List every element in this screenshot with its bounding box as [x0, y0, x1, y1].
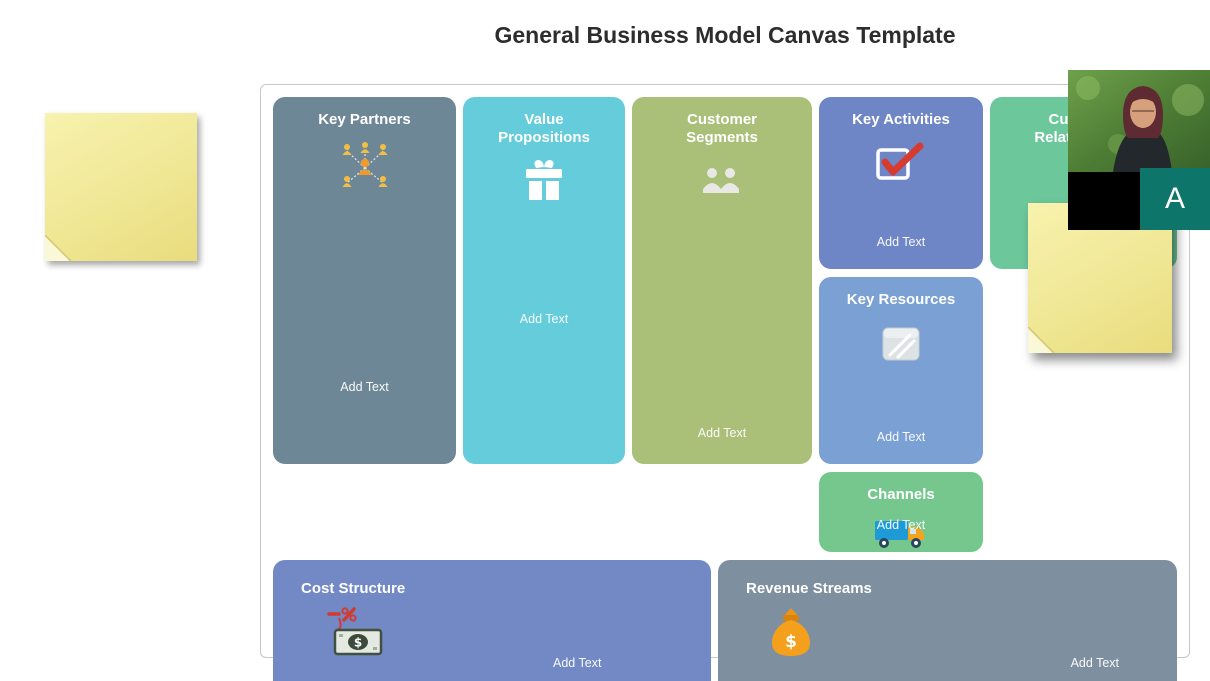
canvas-bottom-row: Cost Structure $ Add Text: [273, 560, 1177, 681]
add-text-placeholder[interactable]: Add Text: [340, 380, 389, 394]
block-title: Key Partners: [318, 111, 411, 128]
block-customer-segments[interactable]: Customer Segments Add Text: [632, 97, 812, 464]
resource-box-icon: [819, 321, 983, 367]
add-text-placeholder[interactable]: Add Text: [876, 518, 926, 532]
block-channels[interactable]: Channels Add Text: [819, 472, 983, 552]
block-title: Value Propositions: [498, 111, 590, 146]
participant-initial: A: [1164, 182, 1185, 215]
block-title: Revenue Streams: [746, 580, 872, 597]
block-title: Cost Structure: [301, 580, 406, 597]
checkbox-check-icon: [819, 141, 983, 183]
svg-text:$: $: [354, 636, 362, 650]
cost-discount-icon: $: [323, 606, 711, 660]
delivery-truck-icon: [819, 516, 983, 552]
add-text-placeholder[interactable]: Add Text: [553, 656, 602, 670]
block-title: Channels: [867, 486, 935, 503]
block-key-resources[interactable]: Key Resources Add Text: [819, 277, 983, 464]
block-title: Customer Segments: [686, 111, 758, 146]
block-value-propositions[interactable]: Value Propositions Add Text: [463, 97, 625, 464]
participant-video-tile[interactable]: [1068, 70, 1210, 172]
add-text-placeholder[interactable]: Add Text: [1070, 656, 1119, 670]
canvas-top-grid: Key Partners: [273, 97, 1177, 552]
money-bag-icon: $: [768, 606, 1177, 658]
people-group-icon: [632, 165, 812, 199]
block-revenue-streams[interactable]: Revenue Streams $ Add Text: [718, 560, 1177, 681]
add-text-placeholder[interactable]: Add Text: [697, 426, 747, 440]
business-model-canvas: Key Partners: [260, 84, 1190, 681]
block-key-activities[interactable]: Key Activities Add Text: [819, 97, 983, 269]
svg-text:$: $: [785, 632, 797, 652]
add-text-placeholder[interactable]: Add Text: [876, 430, 926, 444]
add-text-placeholder[interactable]: Add Text: [519, 312, 569, 326]
network-partners-icon: [273, 141, 456, 191]
block-cost-structure[interactable]: Cost Structure $ Add Text: [273, 560, 711, 681]
gift-icon: [463, 159, 625, 203]
page-title: General Business Model Canvas Template: [494, 22, 956, 48]
block-title: Key Activities: [852, 111, 950, 128]
video-call-overlay: A: [1068, 70, 1210, 230]
sticky-note[interactable]: [45, 113, 197, 261]
add-text-placeholder[interactable]: Add Text: [876, 235, 926, 249]
block-title: Key Resources: [846, 291, 956, 308]
block-key-partners[interactable]: Key Partners: [273, 97, 456, 464]
participant-initial-tile[interactable]: A: [1140, 168, 1210, 230]
